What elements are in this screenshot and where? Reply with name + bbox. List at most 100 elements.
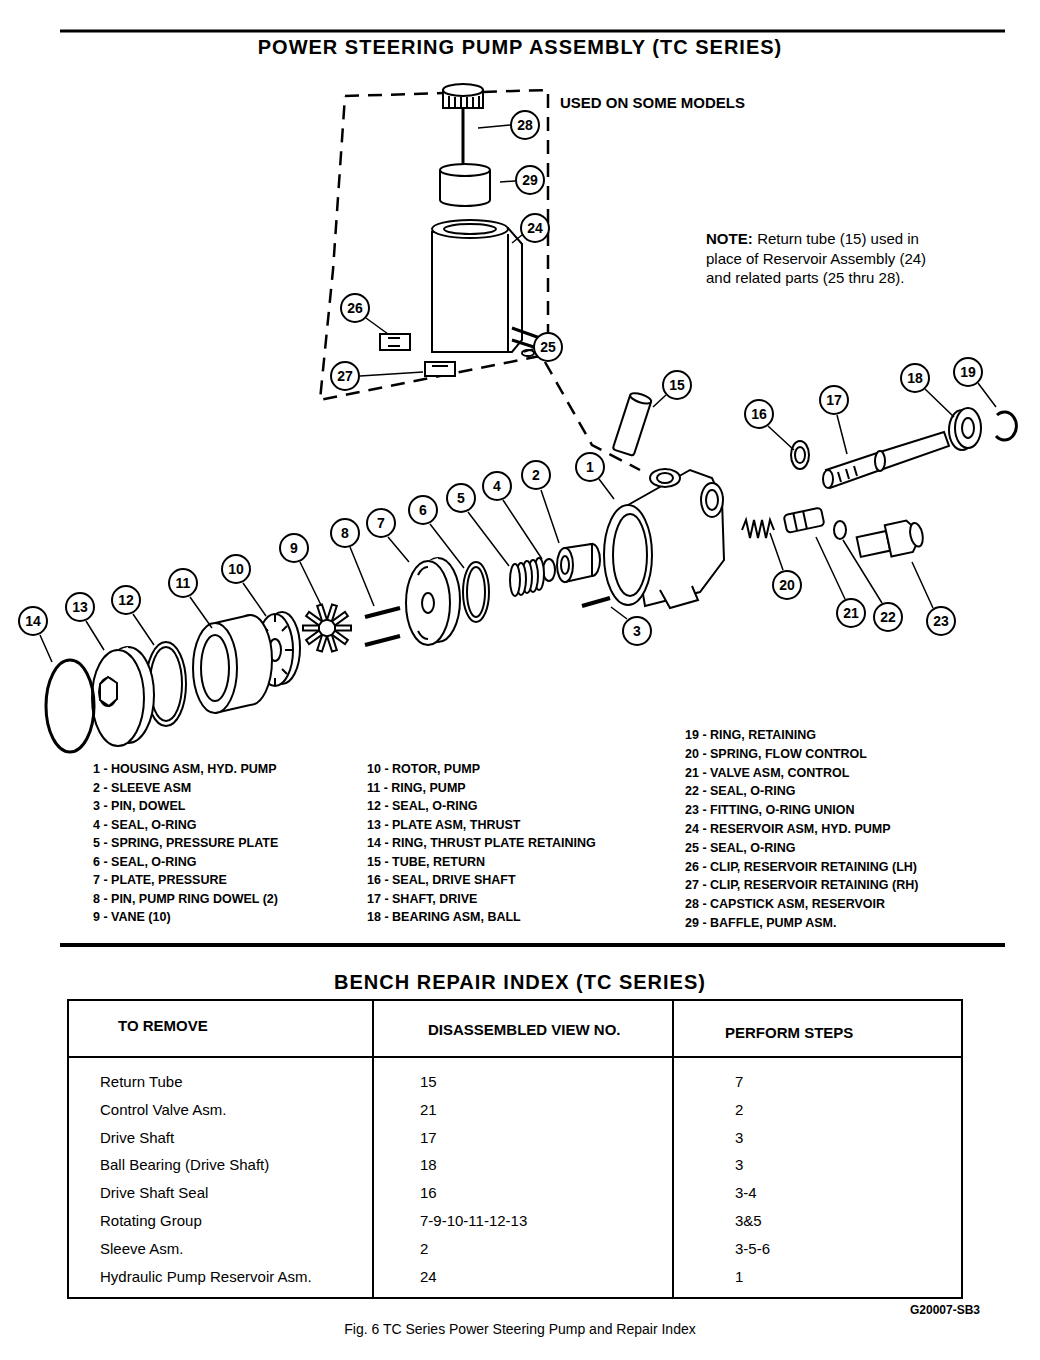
rotating-group bbox=[46, 660, 94, 752]
note-heading: USED ON SOME MODELS bbox=[560, 94, 745, 111]
part-name: 20 - SPRING, FLOW CONTROL bbox=[685, 747, 867, 762]
table-header: DISASSEMBLED VIEW NO. bbox=[428, 1021, 621, 1038]
table-cell: 3-5-6 bbox=[735, 1240, 770, 1257]
callout-number: 3 bbox=[622, 616, 652, 646]
part-name: 16 - SEAL, DRIVE SHAFT bbox=[367, 873, 516, 888]
pump-housing bbox=[650, 469, 680, 487]
rotating-group bbox=[201, 635, 229, 701]
part-name: 19 - RING, RETAINING bbox=[685, 728, 816, 743]
rotating-group bbox=[193, 623, 237, 713]
reservoir-drawing bbox=[440, 164, 490, 176]
rotating-group bbox=[561, 556, 569, 574]
part-name: 8 - PIN, PUMP RING DOWEL (2) bbox=[93, 892, 278, 907]
return-tube bbox=[629, 391, 652, 405]
part-name: 23 - FITTING, O-RING UNION bbox=[685, 803, 854, 818]
callout-number: 2 bbox=[521, 460, 551, 490]
table-grid bbox=[68, 1000, 962, 1298]
callout-number: 21 bbox=[836, 598, 866, 628]
leader-line bbox=[40, 547, 374, 662]
leader-line bbox=[40, 125, 996, 662]
part-name: 24 - RESERVOIR ASM, HYD. PUMP bbox=[685, 822, 891, 837]
callout-number: 6 bbox=[408, 495, 438, 525]
frame-line bbox=[60, 943, 1005, 947]
callout-number: 7 bbox=[366, 508, 396, 538]
drive-shaft-parts bbox=[955, 408, 981, 448]
control-valve-parts bbox=[855, 518, 925, 563]
reservoir-drawing bbox=[462, 108, 465, 165]
reservoir-drawing bbox=[449, 96, 479, 109]
pump-housing bbox=[604, 469, 724, 608]
table-cell: 3&5 bbox=[735, 1212, 762, 1229]
table-cell: Rotating Group bbox=[100, 1212, 202, 1229]
callout-number: 1 bbox=[575, 452, 605, 482]
rotating-group bbox=[332, 612, 348, 625]
rotating-group bbox=[418, 567, 428, 639]
rotating-group bbox=[467, 567, 485, 617]
drive-shaft-parts bbox=[791, 441, 809, 469]
drawing-code: G20007-SB3 bbox=[910, 1303, 980, 1317]
part-name: 6 - SEAL, O-RING bbox=[93, 855, 196, 870]
rotating-group bbox=[92, 650, 144, 746]
reservoir-drawing bbox=[432, 228, 522, 352]
part-name: 12 - SEAL, O-RING bbox=[367, 799, 477, 814]
pump-housing bbox=[701, 483, 723, 517]
reservoir-drawing bbox=[425, 362, 455, 376]
callout-number: 11 bbox=[168, 568, 198, 598]
table-grid bbox=[672, 1000, 674, 1298]
part-name: 1 - HOUSING ASM, HYD. PUMP bbox=[93, 762, 277, 777]
rotating-group bbox=[46, 544, 610, 752]
table-grid bbox=[68, 1000, 962, 1298]
rotating-group bbox=[365, 608, 400, 617]
callout-number: 24 bbox=[520, 213, 550, 243]
callout-number: 16 bbox=[744, 399, 774, 429]
dashed-outline bbox=[320, 90, 548, 400]
rotating-group bbox=[422, 593, 434, 613]
callout-number: 8 bbox=[330, 518, 360, 548]
drive-shaft-parts bbox=[795, 447, 805, 463]
rotating-group bbox=[406, 561, 450, 645]
note-label: NOTE: bbox=[706, 230, 753, 247]
table-cell: 24 bbox=[420, 1268, 437, 1285]
table-cell: Return Tube bbox=[100, 1073, 183, 1090]
part-name: 26 - CLIP, RESERVOIR RETAINING (LH) bbox=[685, 860, 917, 875]
table-cell: 15 bbox=[420, 1073, 437, 1090]
part-name: 27 - CLIP, RESERVOIR RETAINING (RH) bbox=[685, 878, 918, 893]
rotating-group bbox=[100, 677, 117, 706]
table-grid bbox=[68, 1056, 962, 1058]
control-valve-parts bbox=[793, 511, 807, 531]
pump-housing bbox=[706, 490, 718, 510]
control-valve-parts bbox=[742, 507, 926, 562]
reservoir-drawing bbox=[380, 84, 540, 376]
reservoir-drawing bbox=[507, 234, 509, 352]
frame-line bbox=[60, 31, 1005, 945]
leader-line bbox=[360, 125, 533, 376]
reservoir-drawing bbox=[432, 365, 448, 367]
part-name: 11 - RING, PUMP bbox=[367, 781, 466, 796]
part-name: 25 - SEAL, O-RING bbox=[685, 841, 795, 856]
callout-number: 29 bbox=[515, 165, 545, 195]
callout-number: 22 bbox=[873, 602, 903, 632]
rotating-group bbox=[365, 636, 400, 645]
reservoir-drawing bbox=[444, 224, 496, 234]
pump-housing bbox=[660, 586, 698, 608]
part-name: 17 - SHAFT, DRIVE bbox=[367, 892, 477, 907]
table-cell: Drive Shaft bbox=[100, 1129, 174, 1146]
table-grid bbox=[372, 1000, 374, 1298]
callout-number: 4 bbox=[482, 471, 512, 501]
table-cell: 17 bbox=[420, 1129, 437, 1146]
part-name: 18 - BEARING ASM, BALL bbox=[367, 910, 521, 925]
part-name: 4 - SEAL, O-RING bbox=[93, 818, 196, 833]
control-valve-parts bbox=[784, 507, 825, 533]
rotating-group bbox=[582, 598, 610, 606]
table-header: TO REMOVE bbox=[118, 1017, 208, 1034]
callout-number: 19 bbox=[953, 357, 983, 387]
drive-shaft-parts bbox=[875, 451, 885, 471]
callout-number: 17 bbox=[819, 385, 849, 415]
drive-shaft-parts bbox=[996, 412, 1016, 440]
drive-shaft-parts bbox=[962, 418, 974, 438]
callout-number: 5 bbox=[446, 483, 476, 513]
reservoir-drawing bbox=[380, 334, 410, 350]
callout-number: 28 bbox=[510, 110, 540, 140]
table-cell: 2 bbox=[420, 1240, 428, 1257]
table-cell: 3 bbox=[735, 1156, 743, 1173]
